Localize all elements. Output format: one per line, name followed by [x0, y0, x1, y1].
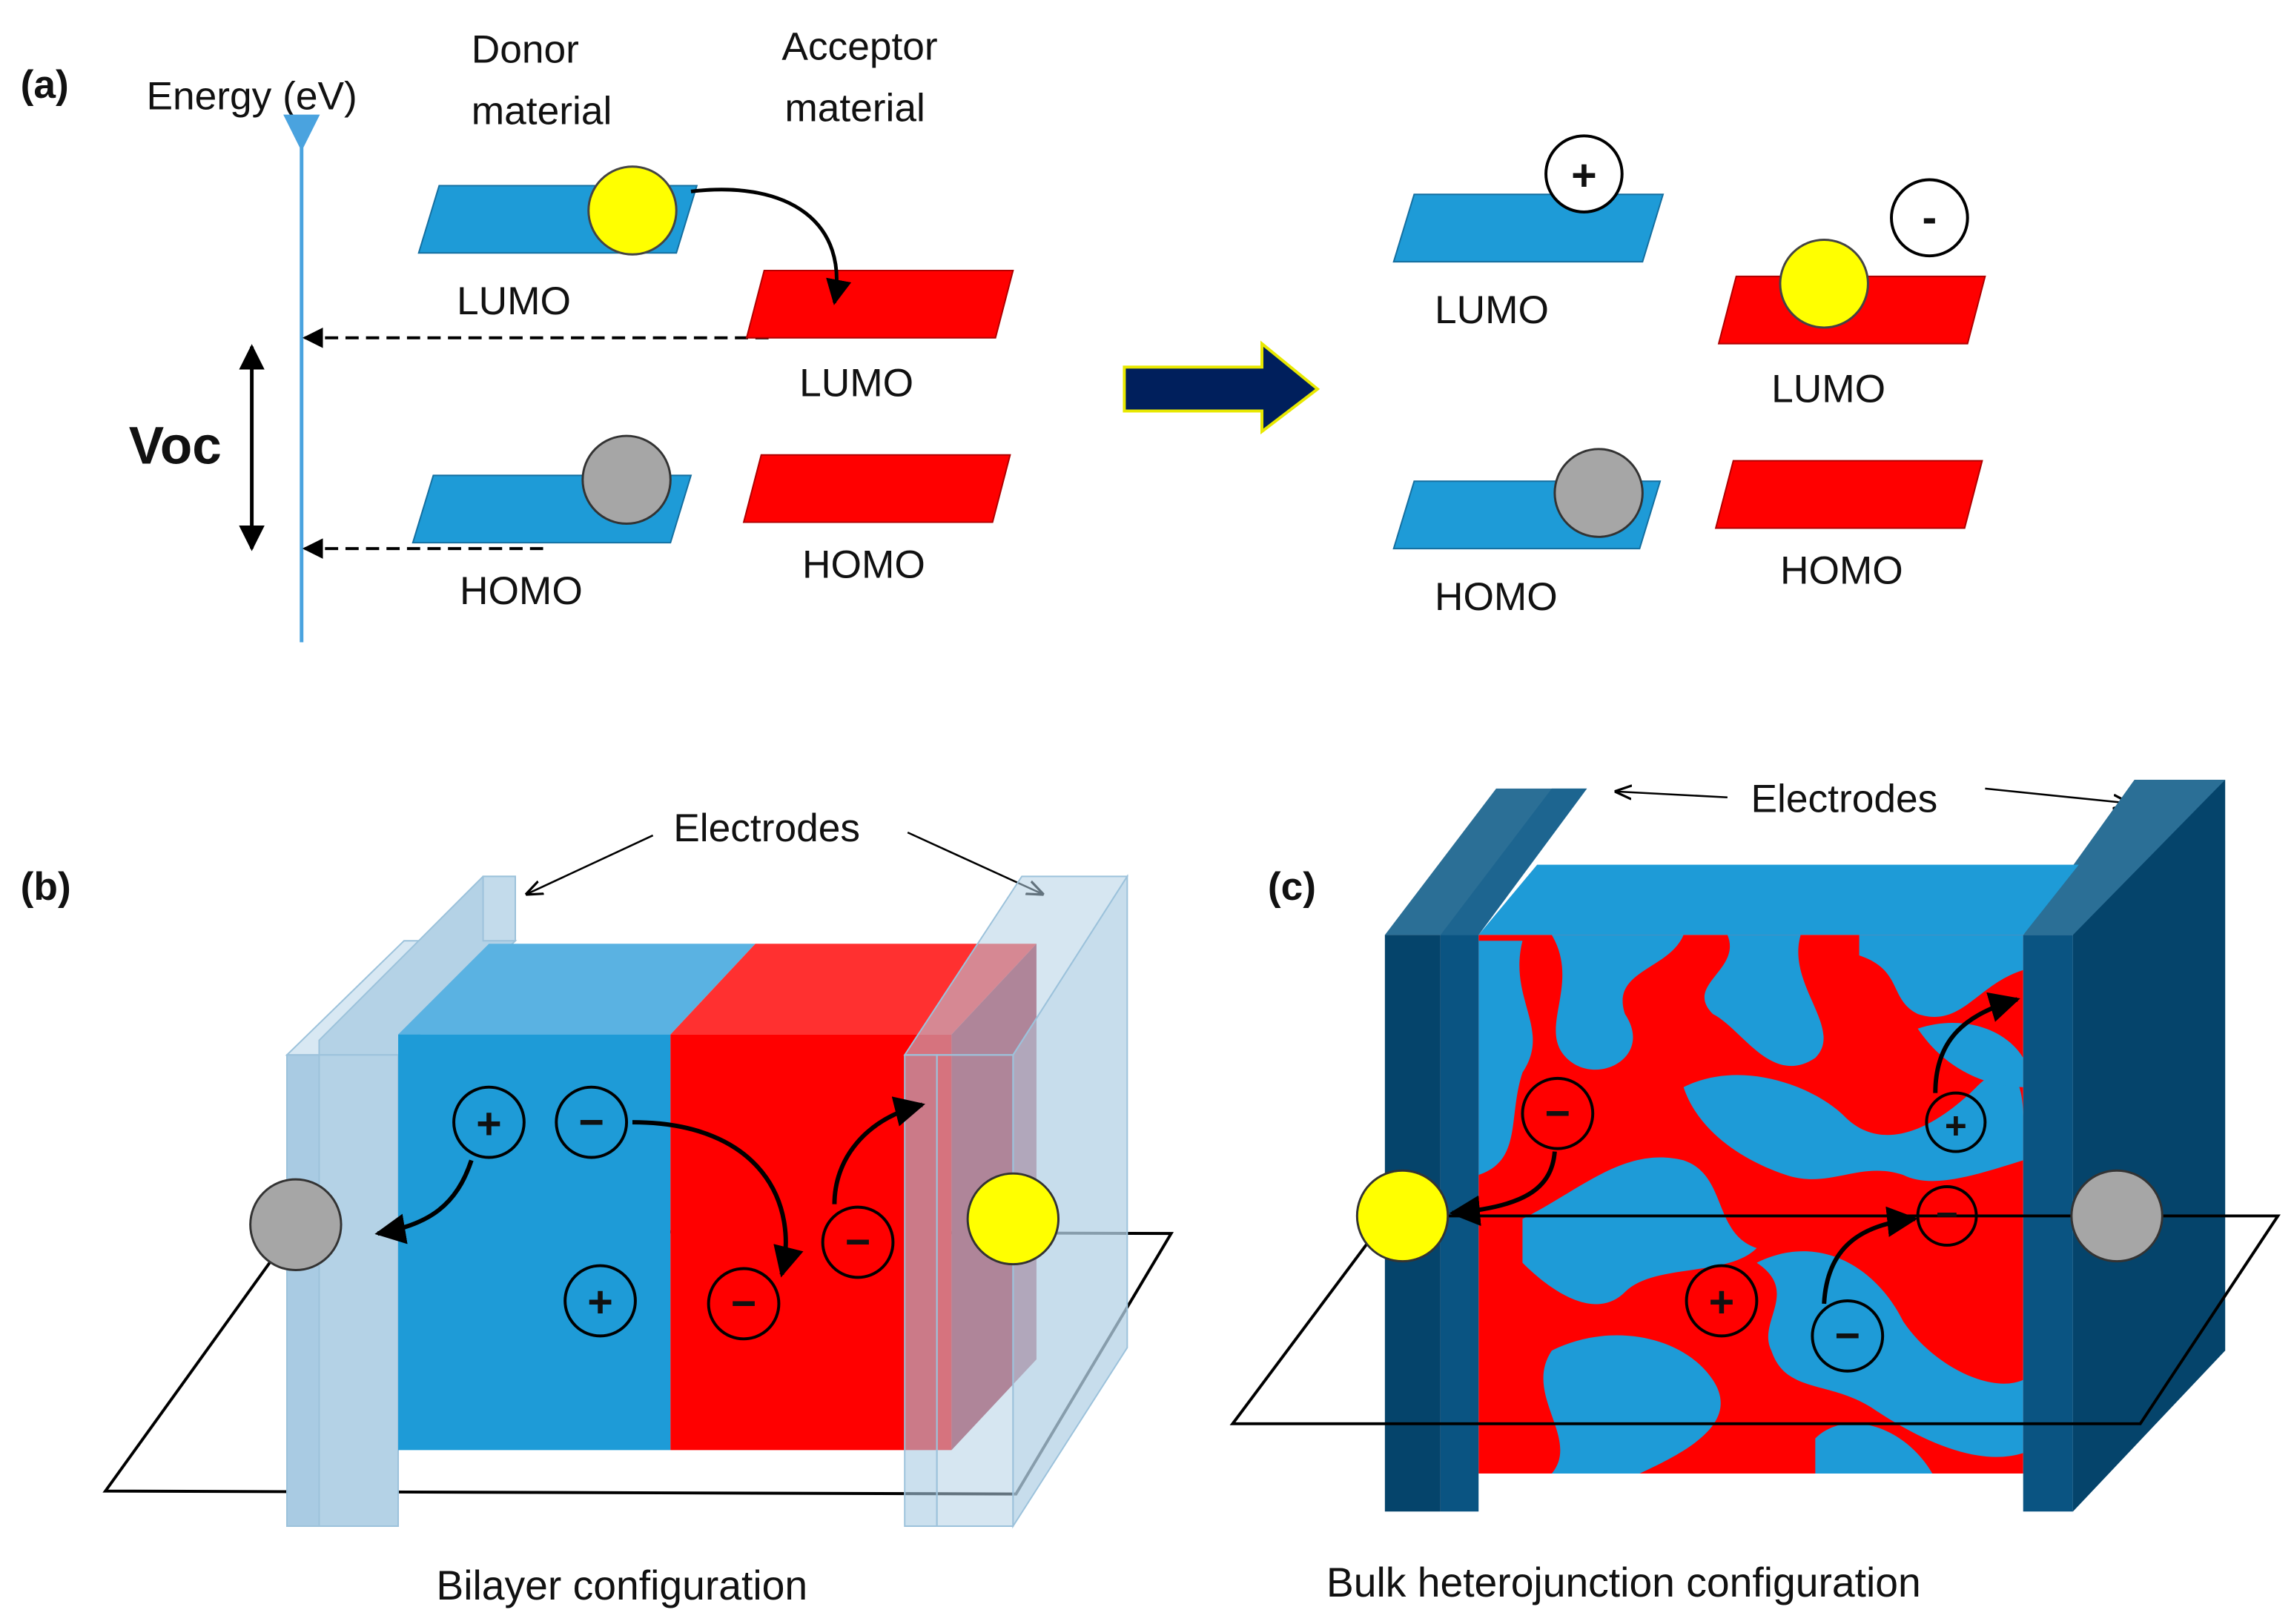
hole-charge-symbol: +: [1571, 150, 1597, 199]
donor-label-line1: Donor: [472, 28, 579, 72]
hole-charge-b1: +: [452, 1085, 526, 1159]
hole: [581, 434, 672, 526]
donor-lumo-label: LUMO: [457, 279, 571, 323]
electron-charge-circle: [1890, 178, 1969, 258]
electrode-pointer-left-c: [1616, 792, 1728, 798]
right-electrode-back: [2023, 780, 2226, 935]
circuit-wire-c: [1229, 1214, 2281, 1425]
electron-hop-arrow: [1822, 1206, 1918, 1305]
electrodes-label-c: Electrodes: [1751, 778, 1937, 821]
bilayer-caption: Bilayer configuration: [436, 1562, 807, 1608]
hole-charge-circle: [1544, 134, 1624, 213]
donor-domains: [1478, 935, 2023, 1474]
electron-charge-b3: −: [821, 1205, 895, 1279]
acceptor-homo-level-after: [1714, 460, 1983, 529]
hole-charge-c2: +: [1685, 1264, 1759, 1338]
acceptor-lumo-label-after: LUMO: [1771, 368, 1885, 411]
hole-charge-b2: +: [563, 1264, 637, 1338]
separated-electron: [1779, 238, 1869, 329]
electrode-pointer-left: [527, 834, 654, 894]
electron: [587, 165, 678, 256]
hole-collector-c: [2070, 1169, 2164, 1263]
electron-charge-b1: −: [555, 1085, 629, 1159]
donor-block: [398, 1034, 671, 1451]
svg-text:−: −: [1545, 1088, 1571, 1138]
donor-lumo-level-after: [1392, 193, 1665, 263]
left-electrode: [285, 875, 518, 1528]
svg-text:+: +: [587, 1277, 613, 1327]
donor-homo-label-after: HOMO: [1435, 575, 1558, 619]
acceptor-homo-label-after: HOMO: [1780, 548, 1903, 592]
donor-label-line2: material: [472, 89, 612, 133]
donor-homo-label: HOMO: [460, 569, 583, 613]
svg-text:−: −: [1936, 1193, 1958, 1236]
electrode-pointer-right-c: [1985, 787, 2128, 803]
electron-to-left-electrode-arrow: [1449, 1151, 1557, 1227]
blend-top: [1478, 864, 2079, 935]
acceptor-homo-label: HOMO: [802, 543, 925, 587]
donor-block-top: [398, 944, 756, 1035]
electron-charge-symbol: -: [1922, 193, 1937, 242]
electron-collector: [966, 1172, 1060, 1266]
electron-to-electrode-arrow: [832, 1096, 925, 1204]
hole-to-electrode-arrow: [374, 1159, 474, 1244]
hole-charge-c1: +: [1925, 1091, 1987, 1153]
svg-text:−: −: [845, 1217, 871, 1267]
transition-arrow: [1123, 340, 1320, 435]
panel-b-tag: (b): [21, 865, 71, 909]
acceptor-label-line1: Acceptor: [781, 25, 937, 69]
electron-charge-c2: −: [1916, 1184, 1978, 1247]
panel-c-tag: (c): [1268, 865, 1316, 909]
acceptor-lumo-level: [745, 269, 1014, 339]
panel-c: (c) Electrodes: [1229, 778, 2281, 1605]
panel-b: (b) Electrodes +: [21, 806, 1174, 1608]
electron-collector-c: [1355, 1169, 1450, 1263]
svg-text:−: −: [731, 1279, 757, 1328]
electron-charge-c1: −: [1521, 1076, 1595, 1150]
right-electrode: [903, 873, 1129, 1529]
acceptor-label-line2: material: [784, 87, 925, 130]
voc-label: Voc: [129, 417, 222, 476]
acceptor-homo-level: [742, 454, 1011, 523]
energy-axis-label: Energy (eV): [146, 75, 357, 119]
svg-text:+: +: [1709, 1277, 1735, 1327]
acceptor-lumo-label: LUMO: [799, 362, 913, 405]
left-electrode-side: [1440, 788, 1587, 935]
right-electrode-side: [2072, 780, 2226, 1512]
electron-transfer-arrow: [690, 188, 852, 305]
hole-collector: [249, 1178, 343, 1271]
electron-charge-c3: −: [1811, 1299, 1885, 1373]
right-electrode-front: [2023, 935, 2073, 1512]
panel-a-tag: (a): [21, 63, 69, 107]
electron-transfer-arrow-b: [632, 1120, 804, 1278]
bhj-caption: Bulk heterojunction configuration: [1326, 1560, 1921, 1605]
remaining-hole: [1553, 448, 1644, 538]
electrodes-label-b: Electrodes: [673, 806, 860, 850]
svg-text:+: +: [476, 1098, 502, 1148]
hole-to-right-electrode-arrow: [1933, 992, 2020, 1093]
svg-text:−: −: [578, 1097, 604, 1147]
panel-a: (a) Energy (eV) Donor material Acceptor …: [21, 25, 1986, 643]
svg-text:−: −: [1834, 1310, 1860, 1360]
donor-lumo-label-after: LUMO: [1435, 288, 1549, 332]
electron-charge-b2: −: [707, 1267, 781, 1341]
svg-text:+: +: [1945, 1104, 1967, 1147]
acceptor-block: [670, 1034, 952, 1451]
